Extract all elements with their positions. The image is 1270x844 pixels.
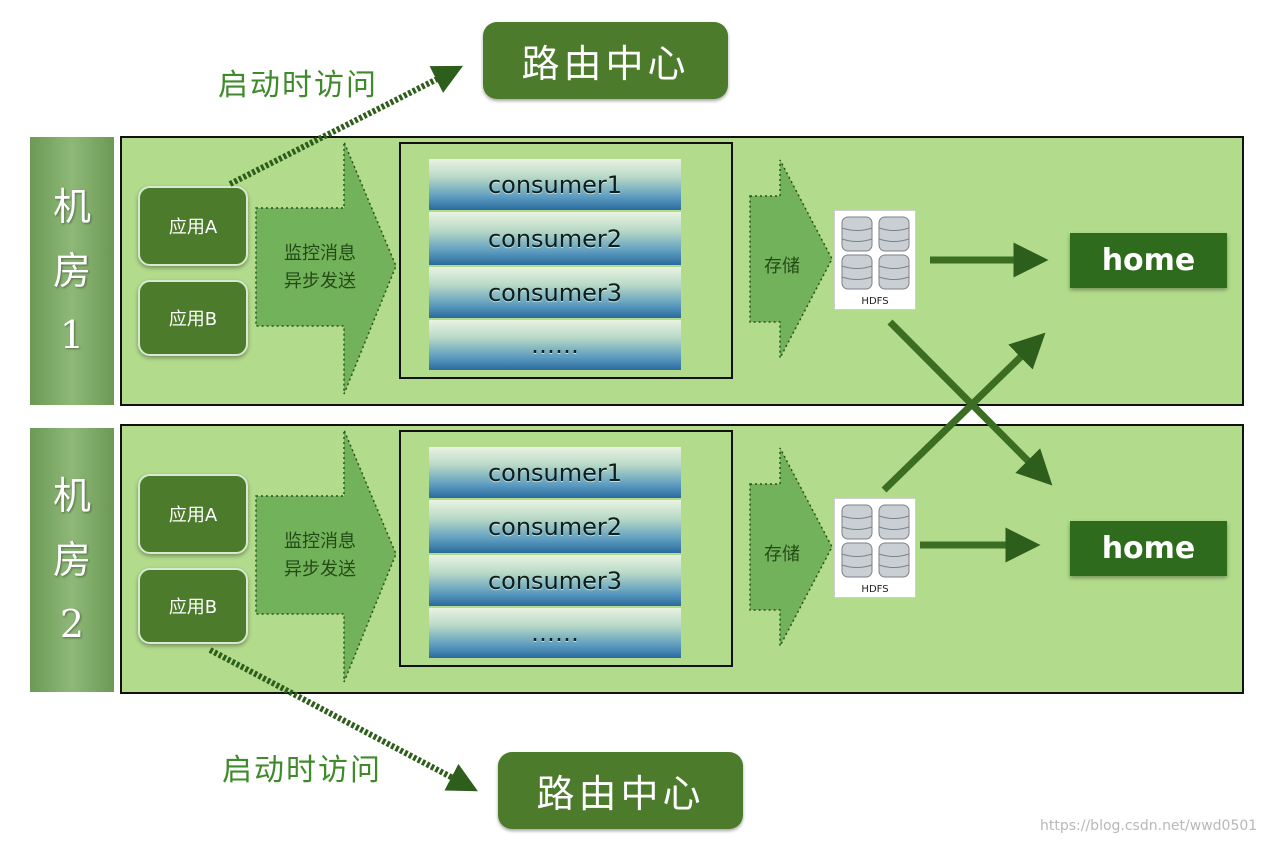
access-on-start-top: 启动时访问 — [218, 68, 378, 103]
room-2-store-arrow — [749, 447, 833, 647]
room-2-label-char-1: 机 — [52, 474, 91, 518]
route-center-top: 路由中心 — [483, 22, 728, 99]
room-1-label-char-2: 房 — [52, 249, 91, 293]
room-2-label-char-2: 房 — [52, 538, 91, 582]
room-2-label-char-3: 2 — [59, 602, 85, 646]
room-2-monitor-label: 监控消息 异步发送 — [284, 531, 356, 580]
room-1-hdfs: HDFS — [834, 210, 916, 310]
room-1-consumer-2: consumer2 — [429, 212, 681, 265]
room-2-send-arrow — [255, 429, 397, 683]
room-1-label: 机 房 1 — [30, 137, 114, 405]
route-center-bottom: 路由中心 — [498, 752, 743, 829]
room-1-hdfs-label: HDFS — [861, 296, 889, 307]
room-1-label-char-3: 1 — [59, 313, 85, 357]
room-1-consumer-more: …… — [429, 320, 681, 370]
room-2-consumer-3: consumer3 — [429, 555, 681, 606]
room-2-app-b: 应用B — [138, 568, 248, 644]
room-1-send-arrow — [255, 141, 397, 395]
room-1-storage-label: 存储 — [764, 256, 800, 277]
room-1-consumer-1: consumer1 — [429, 159, 681, 210]
room-1-app-b: 应用B — [138, 280, 248, 356]
room-1-consumer-3: consumer3 — [429, 267, 681, 318]
watermark: https://blog.csdn.net/wwd0501 — [1040, 818, 1258, 834]
room-2-hdfs-label: HDFS — [861, 584, 889, 595]
room-2-consumer-more: …… — [429, 608, 681, 658]
room-2-hdfs: HDFS — [834, 498, 916, 598]
room-1-store-arrow — [749, 159, 833, 359]
room-2-app-a: 应用A — [138, 474, 248, 554]
database-icon — [841, 216, 910, 290]
room-2-consumer-2: consumer2 — [429, 500, 681, 553]
room-2-consumer-1: consumer1 — [429, 447, 681, 498]
access-on-start-bottom: 启动时访问 — [222, 753, 382, 788]
database-icon — [841, 504, 910, 578]
room-2-consumer-group — [399, 430, 733, 667]
room-2-label: 机 房 2 — [30, 428, 114, 692]
room-2-storage-label: 存储 — [764, 544, 800, 565]
room-1-consumer-group — [399, 142, 733, 379]
room-1-monitor-label: 监控消息 异步发送 — [284, 243, 356, 292]
room-1-home: home — [1070, 233, 1227, 288]
room-1-label-char-1: 机 — [52, 185, 91, 229]
room-2-home: home — [1070, 521, 1227, 576]
room-1-app-a: 应用A — [138, 186, 248, 266]
